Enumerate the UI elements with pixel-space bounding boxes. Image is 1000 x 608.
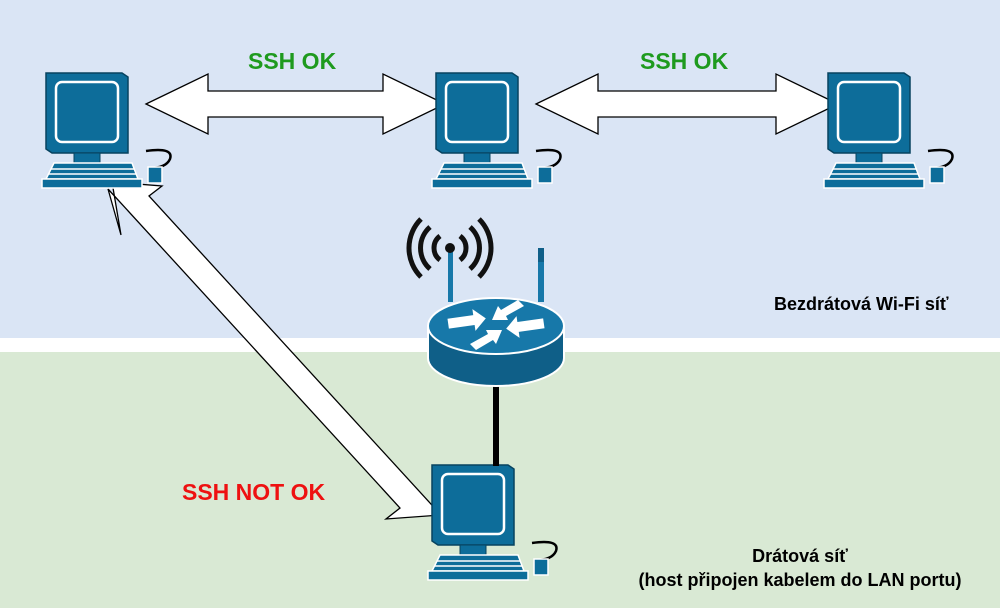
- ssh-not-ok-label: SSH NOT OK: [182, 479, 326, 505]
- ssh-not-ok-arrow: [107, 181, 443, 520]
- ssh-ok-label-1: SSH OK: [248, 48, 337, 74]
- wireless-zone-label: Bezdrátová Wi-Fi síť: [774, 294, 949, 314]
- ssh-ok-label-2: SSH OK: [640, 48, 729, 74]
- wifi-router-icon: [406, 217, 565, 387]
- wired-zone-label-line1: Drátová síť: [752, 546, 848, 566]
- wired-zone-label-line2: (host připojen kabelem do LAN portu): [638, 570, 962, 590]
